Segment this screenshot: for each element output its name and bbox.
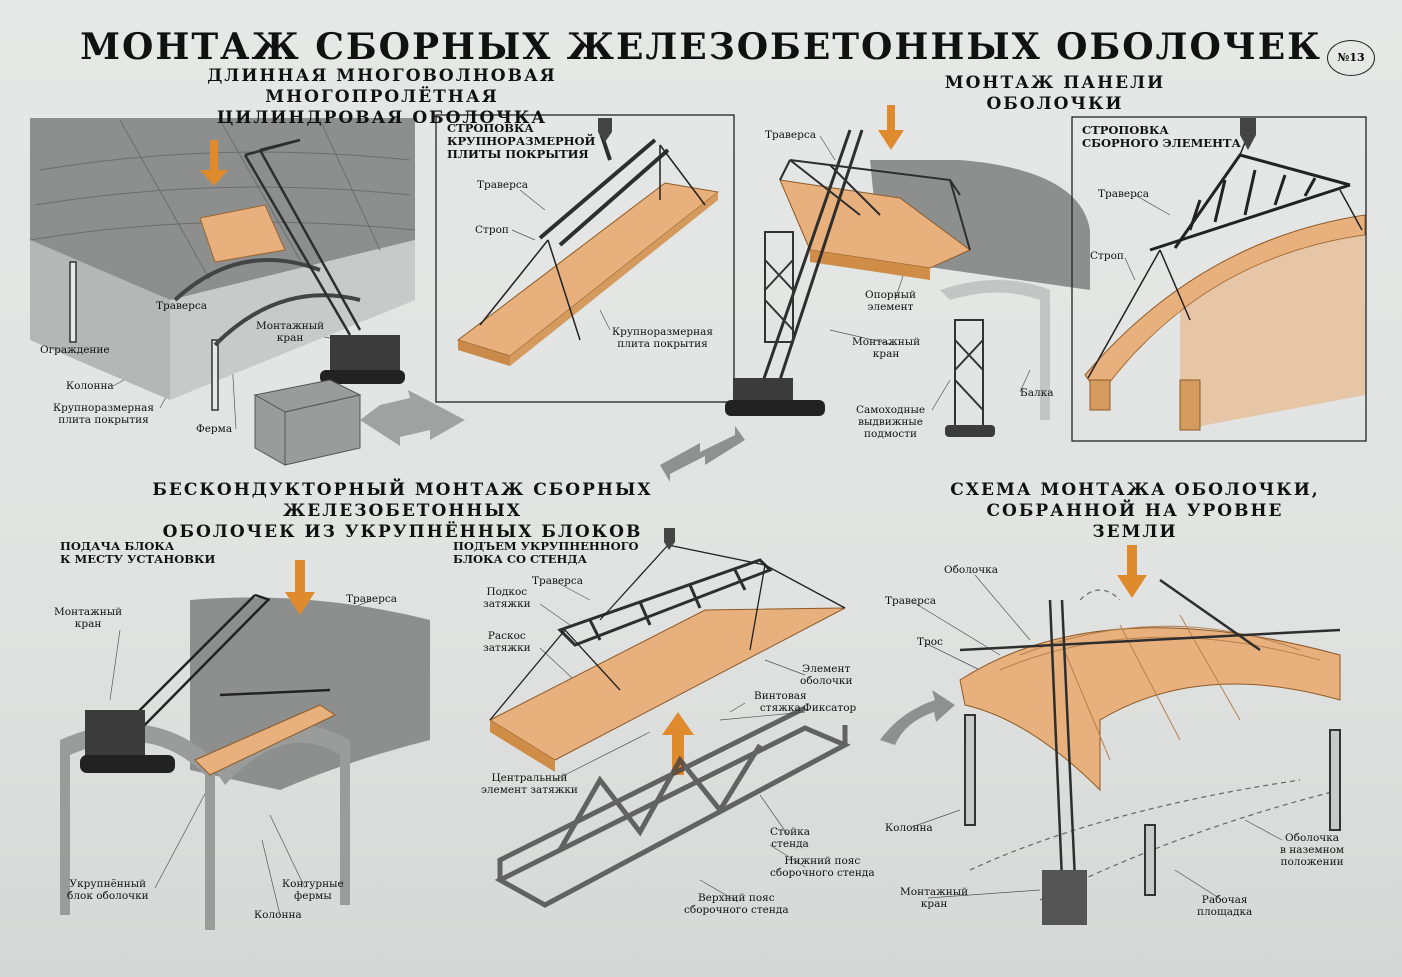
label-tie-brace: Раскос затяжки	[483, 630, 531, 654]
panel-block-delivery	[60, 560, 430, 930]
label-shell-ground: Оболочка в наземном положении	[1280, 832, 1345, 868]
label-tie-strut: Подкос затяжки	[483, 586, 531, 610]
label-traversa-5: Траверса	[346, 593, 397, 605]
label-contour-trusses: Контурные фермы	[282, 878, 344, 902]
label-cable-7: Трос	[917, 636, 943, 648]
label-fixer: Фиксатор	[803, 702, 857, 714]
panel-long-shell	[29, 118, 465, 466]
heading-panel: МОНТАЖ ПАНЕЛИ ОБОЛОЧКИ	[944, 73, 1166, 114]
label-crane-3: Монтажный кран	[852, 336, 921, 360]
heading-ground: СХЕМА МОНТАЖА ОБОЛОЧКИ, СОБРАННОЙ НА УРО…	[950, 480, 1320, 542]
label-traversa-6: Траверса	[532, 575, 583, 587]
label-crane-5: Монтажный кран	[54, 606, 123, 630]
label-shell-7: Оболочка	[944, 564, 999, 576]
label-crane-7: Монтажный кран	[900, 886, 969, 910]
label-enlarged-block: Укрупнённый блок оболочки	[67, 878, 149, 902]
label-traversa-1: Траверса	[156, 300, 207, 312]
subheading-slinging-slab: СТРОПОВКА КРУПНОРАЗМЕРНОЙ ПЛИТЫ ПОКРЫТИЯ	[447, 121, 596, 161]
label-traversa-4: Траверса	[1098, 188, 1149, 200]
label-work-platform: Рабочая площадка	[1197, 894, 1253, 918]
label-slab-2: Крупноразмерная плита покрытия	[612, 326, 714, 350]
panel-ground-shell	[959, 545, 1341, 925]
label-sling-4: Строп	[1090, 250, 1124, 262]
panel-slinging-element	[1071, 116, 1367, 442]
label-beam: Балка	[1020, 387, 1054, 399]
label-traversa-2: Траверса	[477, 179, 528, 191]
label-scaffold: Самоходные выдвижные подмости	[856, 404, 926, 440]
label-column-1: Колонна	[66, 380, 114, 392]
subheading-slinging-element: СТРОПОВКА СБОРНОГО ЭЛЕМЕНТА	[1082, 123, 1241, 150]
curved-arrow	[880, 690, 955, 745]
heading-blocks: БЕСКОНДУКТОРНЫЙ МОНТАЖ СБОРНЫХ ЖЕЛЕЗОБЕТ…	[152, 480, 653, 542]
label-central-tie: Центральный элемент затяжки	[481, 772, 578, 796]
label-column-7: Колонна	[885, 822, 933, 834]
label-truss-1: Ферма	[196, 423, 233, 435]
double-arrow-1	[660, 426, 745, 482]
label-shell-element: Элемент оболочки	[800, 663, 853, 687]
panel-block-lift	[488, 528, 851, 908]
label-column-5: Колонна	[254, 909, 302, 921]
subheading-block-delivery: ПОДАЧА БЛОКА К МЕСТУ УСТАНОВКИ	[60, 539, 216, 566]
page-title: МОНТАЖ СБОРНЫХ ЖЕЛЕЗОБЕТОННЫХ ОБОЛОЧЕК	[80, 26, 1322, 68]
subheading-block-lift: ПОДЪЕМ УКРУПНЕННОГО БЛОКА СО СТЕНДА	[453, 539, 639, 566]
label-slab-1: Крупноразмерная плита покрытия	[53, 402, 155, 426]
label-screw-tie: Винтовая стяжка	[754, 690, 807, 714]
panel-slinging-slab	[435, 114, 735, 403]
panel-shell-panel	[725, 105, 1090, 437]
label-crane-1: Монтажный кран	[256, 320, 325, 344]
poster-number-badge: №13	[1327, 40, 1375, 76]
label-lower-chord: Нижний пояс сборочного стенда	[770, 855, 875, 879]
heading-long-shell: ДЛИННАЯ МНОГОВОЛНОВАЯ МНОГОПРОЛЁТНАЯ ЦИЛ…	[207, 66, 557, 128]
label-traversa-3: Траверса	[765, 129, 816, 141]
label-sling-2: Строп	[475, 224, 509, 236]
label-stand-post: Стойка стенда	[770, 826, 810, 850]
label-support-element: Опорный элемент	[865, 289, 917, 313]
label-fence: Ограждение	[40, 344, 110, 356]
label-traversa-7: Траверса	[885, 595, 936, 607]
label-upper-chord: Верхний пояс сборочного стенда	[684, 892, 789, 916]
